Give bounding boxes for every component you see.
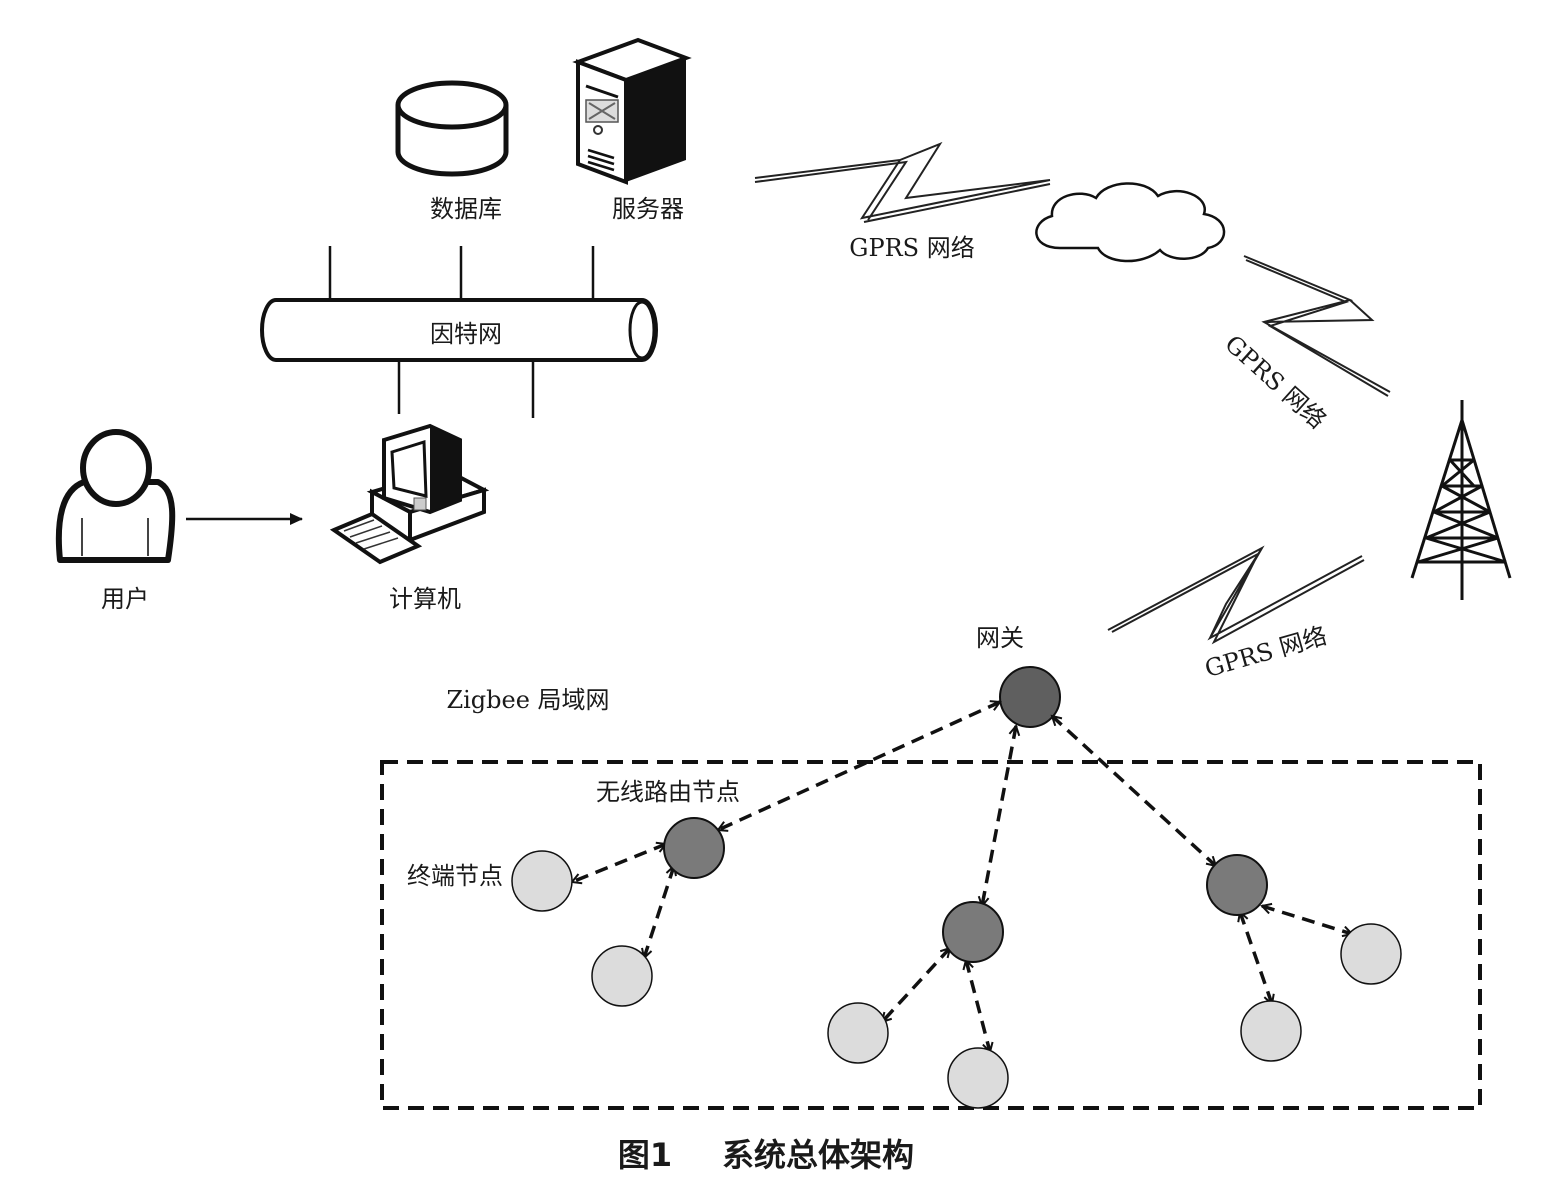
- link-gateway-router-middle: [982, 726, 1016, 906]
- computer-label: 计算机: [389, 585, 461, 613]
- gprs-link-right-icon: [1243, 255, 1391, 397]
- link-router-middle-end-2: [966, 960, 990, 1052]
- link-router-left-end-1: [572, 844, 666, 882]
- zigbee-lan-boundary: [380, 760, 1482, 1110]
- router-node: [1206, 854, 1268, 916]
- router-node: [663, 817, 725, 879]
- link-router-right-end-1: [1240, 912, 1272, 1004]
- gateway-label: 网关: [976, 624, 1024, 652]
- link-router-left-end-2: [644, 866, 674, 958]
- computer-icon: [329, 423, 490, 565]
- internet-label: 因特网: [430, 320, 502, 348]
- user-label: 用户: [101, 585, 149, 613]
- gprs-link-top-icon: [754, 141, 1051, 223]
- internet-bus: [260, 246, 658, 418]
- router-node: [942, 901, 1004, 963]
- gprs-label-top: GPRS 网络: [849, 234, 974, 262]
- link-router-middle-end-1: [882, 948, 950, 1022]
- figure-number: 图1: [618, 1136, 672, 1174]
- gateway-node: [999, 666, 1061, 728]
- cloud-icon: [1035, 182, 1226, 263]
- end-node: [1340, 923, 1402, 985]
- server-icon: [572, 37, 692, 185]
- gprs-link-bottom-icon: [1107, 545, 1365, 645]
- end-node: [947, 1047, 1009, 1109]
- end-node: [1240, 1000, 1302, 1062]
- link-gateway-router-right: [1052, 716, 1216, 866]
- server-label: 服务器: [612, 195, 684, 223]
- link-gateway-router-left: [718, 702, 1000, 830]
- figure-title: 系统总体架构: [722, 1136, 914, 1174]
- user-icon: [55, 429, 176, 563]
- database-icon: [395, 80, 509, 177]
- page-background: [52, 30, 1512, 1175]
- end-node-label: 终端节点: [407, 862, 503, 890]
- zigbee-lan-label: Zigbee 局域网: [446, 686, 609, 714]
- cell-tower-icon: [1410, 400, 1512, 600]
- end-node: [591, 945, 653, 1007]
- end-node: [511, 850, 573, 912]
- router-node-label: 无线路由节点: [596, 778, 740, 806]
- end-node: [827, 1002, 889, 1064]
- database-label: 数据库: [430, 195, 502, 223]
- link-router-right-end-2: [1262, 906, 1352, 934]
